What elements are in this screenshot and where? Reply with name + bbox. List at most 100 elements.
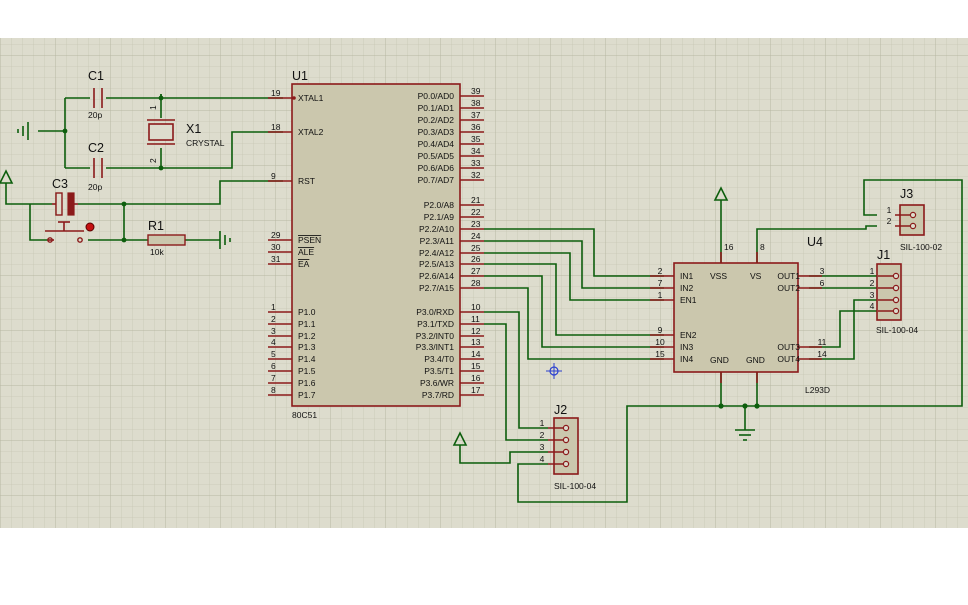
capacitor-c1[interactable]: C1 20p: [88, 69, 104, 120]
u4-pin-11-label: OUT3: [777, 342, 800, 352]
u1-pin-15-number: 15: [471, 361, 481, 371]
u4-pin-1-number: 1: [658, 290, 663, 300]
u1-right-pins: 39P0.0/AD038P0.1/AD137P0.2/AD236P0.3/AD3…: [416, 86, 484, 400]
j2-pin-2: 2: [540, 430, 545, 440]
u4-pin-7-label: IN2: [680, 283, 694, 293]
u1-pin-31-label: EA: [298, 259, 310, 269]
u1-pin-31-number: 31: [271, 254, 281, 264]
u1-pin-13-number: 13: [471, 337, 481, 347]
c2-reference: C2: [88, 141, 104, 155]
u4-pin-10-label: IN3: [680, 342, 694, 352]
u1-pin-13-label: P3.3/INT1: [416, 342, 455, 352]
u4-pin-16-number: 16: [724, 242, 734, 252]
u1-pin-3-number: 3: [271, 326, 276, 336]
wires: [5, 94, 963, 503]
j1-pin-2: 2: [870, 278, 875, 288]
u1-pin-10-number: 10: [471, 302, 481, 312]
c1-reference: C1: [88, 69, 104, 83]
power-arrow-reset: [0, 169, 14, 184]
u4-pin-3-number: 3: [820, 266, 825, 276]
u1-pin-23-label: P2.2/A10: [419, 224, 454, 234]
u1-pin-6-label: P1.5: [298, 366, 316, 376]
u1-pin-32-number: 32: [471, 170, 481, 180]
u1-pin-35-number: 35: [471, 134, 481, 144]
reset-push-button[interactable]: [45, 221, 95, 243]
u1-pin-30-label: ALE: [298, 247, 314, 257]
u1-pin-32-label: P0.7/AD7: [418, 175, 455, 185]
u1-pin-2-number: 2: [271, 314, 276, 324]
u4-gnd-label-2: GND: [746, 355, 765, 365]
u1-pin-38-label: P0.1/AD1: [418, 103, 455, 113]
u1-pin-28-number: 28: [471, 278, 481, 288]
power-arrow-j2: [452, 431, 468, 446]
u4-pin-6-number: 6: [820, 278, 825, 288]
u1-pin-5-number: 5: [271, 349, 276, 359]
u4-pin-15-label: IN4: [680, 354, 694, 364]
u4-pin-9-label: EN2: [680, 330, 697, 340]
u1-pin-17-number: 17: [471, 385, 481, 395]
u4-part-number: L293D: [805, 385, 830, 395]
u1-pin-24-number: 24: [471, 231, 481, 241]
u1-pin-23-number: 23: [471, 219, 481, 229]
u1-pin-34-label: P0.5/AD5: [418, 151, 455, 161]
power-arrow-u4: [713, 186, 729, 201]
u1-pin-26-label: P2.5/A13: [419, 259, 454, 269]
u1-pin-18-number: 18: [271, 122, 281, 132]
resistor-r1[interactable]: R1 10k: [147, 219, 186, 257]
u1-pin-21-label: P2.0/A8: [424, 200, 455, 210]
j3-pin-2: 2: [887, 216, 892, 226]
u1-pin-9-label: RST: [298, 176, 315, 186]
c2-value: 20p: [88, 182, 102, 192]
u1-pin-25-label: P2.4/A12: [419, 248, 454, 258]
u1-pin-7-label: P1.6: [298, 378, 316, 388]
j2-pin-1: 1: [540, 418, 545, 428]
u4-vss-label: VSS: [710, 271, 727, 281]
u1-pin-19-number: 19: [271, 88, 281, 98]
u1-pin-8-label: P1.7: [298, 390, 316, 400]
u1-pin-10-label: P3.0/RXD: [416, 307, 454, 317]
u1-pin-7-number: 7: [271, 373, 276, 383]
u1-pin-1-label: P1.0: [298, 307, 316, 317]
capacitor-c3[interactable]: C3: [52, 177, 78, 216]
u1-pin-27-label: P2.6/A14: [419, 271, 454, 281]
j1-reference: J1: [877, 248, 890, 262]
j3-reference: J3: [900, 187, 913, 201]
u1-pin-16-label: P3.6/WR: [420, 378, 454, 388]
u1-pin-1-number: 1: [271, 302, 276, 312]
u1-pin-18-label: XTAL2: [298, 127, 324, 137]
u4-pin-10-number: 10: [655, 337, 665, 347]
u1-pin-39-number: 39: [471, 86, 481, 96]
j2-reference: J2: [554, 403, 567, 417]
j1-part-number: SIL-100-04: [876, 325, 918, 335]
u4-pin-11-number: 11: [818, 337, 827, 347]
u1-pin-12-label: P3.2/INT0: [416, 331, 455, 341]
j1-pin-4: 4: [870, 301, 875, 311]
u1-pin-29-label: PSEN: [298, 235, 321, 245]
u1-pin-9-number: 9: [271, 171, 276, 181]
capacitor-c2[interactable]: C2 20p: [88, 141, 104, 192]
u1-part-number: 80C51: [292, 410, 317, 420]
u4-body: [673, 262, 799, 373]
u1-reference: U1: [292, 69, 308, 83]
r1-value: 10k: [150, 247, 164, 257]
u1-pin-29-number: 29: [271, 230, 281, 240]
u1-pin-3-label: P1.2: [298, 331, 316, 341]
u1-pin-26-number: 26: [471, 254, 481, 264]
j1-pin-3: 3: [870, 290, 875, 300]
u1-pin-22-number: 22: [471, 207, 481, 217]
u1-pin-4-number: 4: [271, 337, 276, 347]
crystal-x1[interactable]: X1 CRYSTAL 1 2: [147, 105, 225, 163]
connector-j3[interactable]: J3 12 SIL-100-02: [887, 187, 943, 252]
ground-symbol-crystal: [17, 122, 29, 140]
u4-pin-6-label: OUT2: [777, 283, 800, 293]
u1-pin-19-label: XTAL1: [298, 93, 324, 103]
x1-pin2: 2: [148, 158, 158, 163]
u4-pin-15-number: 15: [655, 349, 665, 359]
